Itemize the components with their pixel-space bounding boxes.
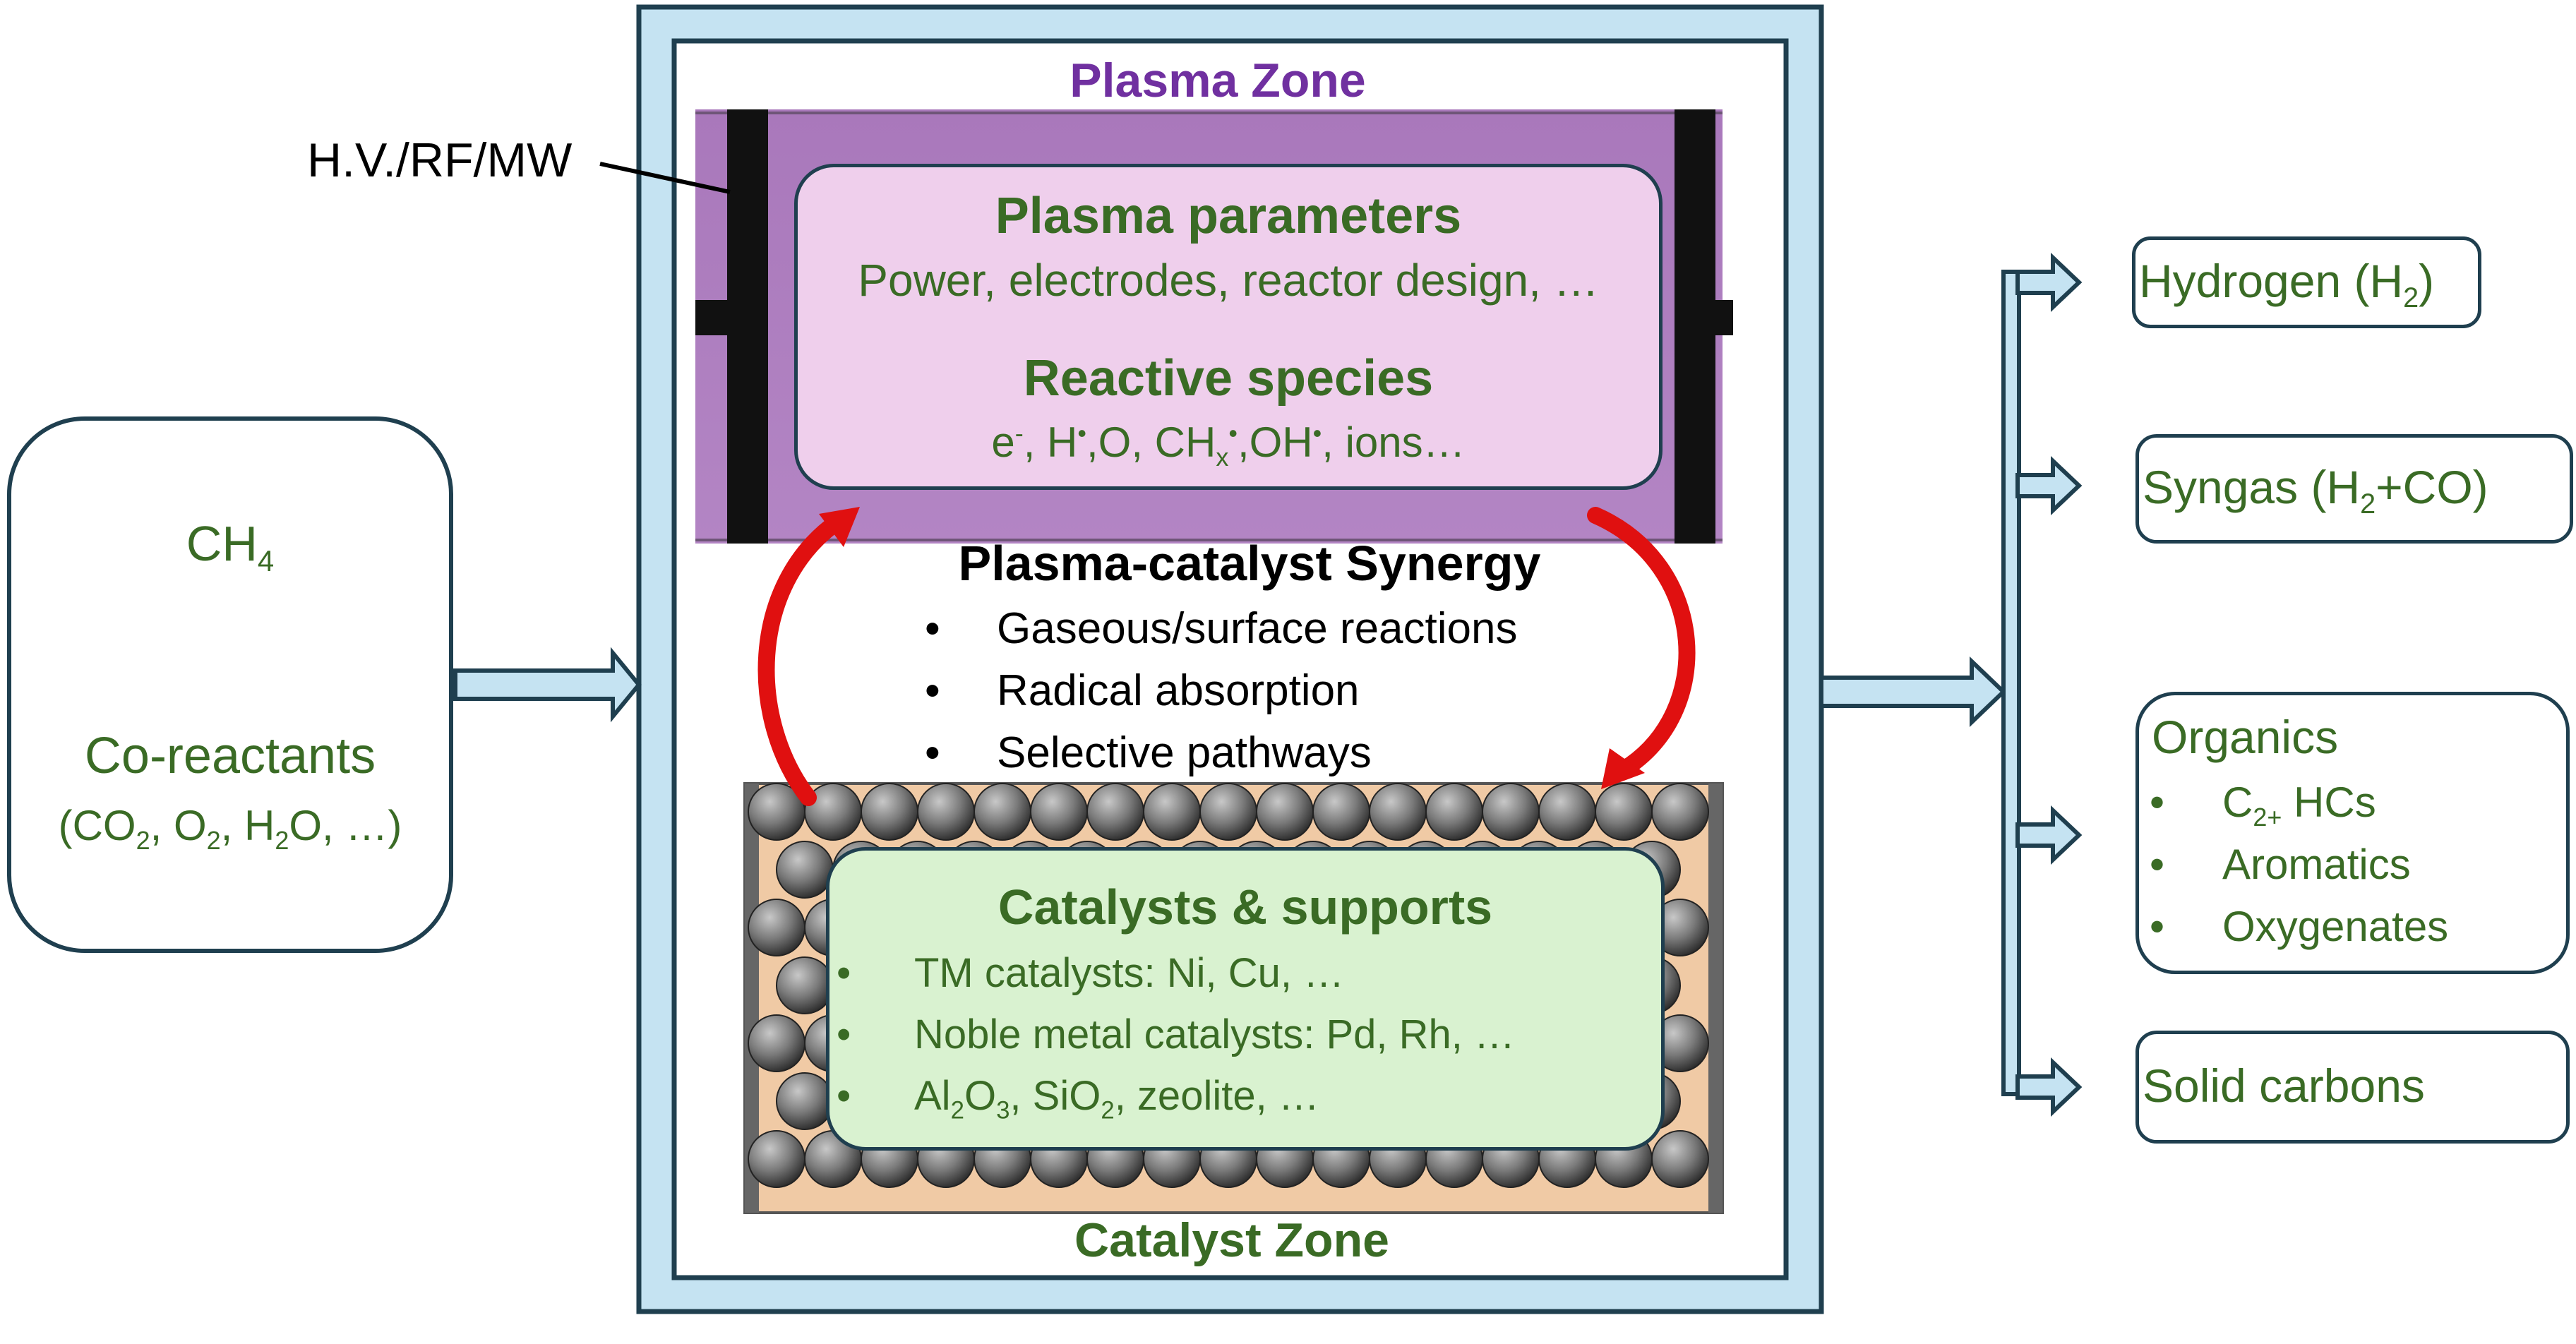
catalyst-item: • Noble metal catalysts: Pd, Rh, … — [837, 1012, 1515, 1057]
catalysts-box — [826, 847, 1665, 1151]
catalyst-pellet — [1256, 783, 1314, 841]
plasma-zone-title: Plasma Zone — [1070, 54, 1366, 107]
catalyst-pellet — [917, 783, 975, 841]
output-syngas-box — [2135, 434, 2573, 544]
catalyst-pellet — [748, 1130, 805, 1188]
branch-arrow-organics — [2015, 805, 2083, 865]
catalyst-pellet — [1425, 783, 1483, 841]
catalyst-pellet — [1369, 783, 1427, 841]
catalyst-pellet — [1595, 783, 1653, 841]
synergy-item: • Radical absorption — [925, 666, 1360, 715]
organics-item: • Oxygenates — [2150, 903, 2449, 950]
catalyst-pellet — [1312, 783, 1370, 841]
synergy-list: • Gaseous/surface reactions • Radical ab… — [918, 604, 1624, 790]
synergy-title: Plasma-catalyst Synergy — [958, 536, 1541, 591]
synergy-arrows — [757, 507, 1696, 806]
branch-arrow-solid-carbons — [2015, 1057, 2083, 1117]
output-syngas-label: Syngas (H2+CO) — [2143, 461, 2488, 520]
plasma-parameters-title: Plasma parameters — [995, 188, 1462, 244]
synergy-item: • Gaseous/surface reactions — [925, 604, 1518, 653]
catalyst-pellet — [748, 899, 805, 956]
output-hydrogen-label: Hydrogen (H2) — [2139, 255, 2435, 314]
catalyst-pellet — [776, 1072, 834, 1130]
output-organics-box — [2135, 692, 2570, 974]
catalyst-pellet — [1086, 783, 1144, 841]
catalyst-pellet — [776, 841, 834, 899]
catalyst-pellet — [861, 783, 918, 841]
branch-arrow-syngas — [2015, 456, 2083, 515]
synergy-item: • Selective pathways — [925, 728, 1372, 777]
catalyst-pellet — [1143, 783, 1201, 841]
right-synergy-arrow — [1587, 507, 1696, 778]
reactive-species-title: Reactive species — [1023, 350, 1434, 407]
catalyst-pellet — [1538, 783, 1596, 841]
left-synergy-arrow — [757, 514, 845, 806]
catalyst-pellet — [1482, 783, 1540, 841]
co-reactants-list: (CO2, O2, H2O, …) — [58, 802, 402, 855]
output-solid-carbons-box — [2135, 1031, 2570, 1144]
catalyst-pellet — [1030, 783, 1088, 841]
catalyst-zone-title: Catalyst Zone — [1074, 1213, 1389, 1267]
catalyst-pellet — [1651, 1130, 1709, 1188]
co-reactants-label: Co-reactants — [84, 728, 376, 784]
output-distributor — [2001, 270, 2021, 1096]
plasma-parameters-text: Power, electrodes, reactor design, … — [858, 255, 1599, 306]
output-main-arrow — [1819, 656, 2007, 728]
branch-arrows — [2015, 253, 2083, 1117]
input-arrow — [453, 647, 642, 723]
catalysts-title: Catalysts & supports — [998, 880, 1493, 935]
organics-item: • C2+ HCs — [2150, 779, 2376, 832]
output-hydrogen-box — [2132, 236, 2481, 328]
catalyst-pellet — [1651, 783, 1709, 841]
reactive-species-list: e-, H•,O, CHx•,OH•, ions… — [991, 419, 1466, 472]
catalyst-item: • Al2O3, SiO2, zeolite, … — [837, 1073, 1319, 1124]
power-lead-line — [599, 162, 731, 194]
catalyst-pellet — [748, 1014, 805, 1072]
power-source-label: H.V./RF/MW — [307, 133, 573, 187]
catalyst-item: • TM catalysts: Ni, Cu, … — [837, 950, 1345, 996]
plasma-parameters-box — [794, 164, 1663, 490]
catalyst-pellet — [1199, 783, 1257, 841]
organics-item: • Aromatics — [2150, 841, 2411, 888]
output-organics-title: Organics — [2152, 711, 2339, 763]
catalyst-pellet — [776, 956, 834, 1014]
catalyst-pellet — [974, 783, 1031, 841]
branch-arrow-hydrogen — [2015, 253, 2083, 312]
output-organics-list: • C2+ HCs • Aromatics • Oxygenates — [2146, 778, 2563, 964]
inputs-box — [7, 416, 453, 953]
ch4-label: CH4 — [186, 516, 275, 577]
catalysts-list: • TM catalysts: Ni, Cu, … • Noble metal … — [837, 949, 1663, 1134]
output-solid-carbons-label: Solid carbons — [2143, 1060, 2425, 1112]
